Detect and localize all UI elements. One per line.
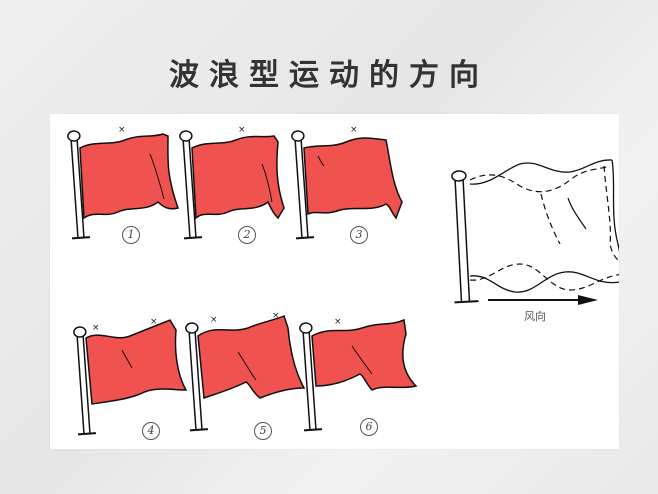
- flag-cloth-3: [303, 137, 403, 220]
- wave-diagram: [451, 159, 619, 305]
- illustration-panel: × × × × × × ×: [50, 114, 619, 449]
- flag-5: × ×: [181, 311, 306, 432]
- marker-x-1: ×: [118, 125, 126, 135]
- wind-direction-label: 风向: [524, 310, 546, 323]
- wind-arrow-head: [578, 295, 598, 305]
- flag-6: ×: [295, 317, 418, 432]
- flag-4: × ×: [69, 317, 188, 436]
- marker-x-2: ×: [238, 125, 246, 135]
- flag-2: ×: [175, 125, 285, 240]
- marker-x-5a: ×: [210, 315, 218, 325]
- flag-cloth-1: [79, 133, 179, 220]
- diagram-flagpole: [451, 170, 479, 304]
- flag-cloth-5: [197, 314, 306, 400]
- marker-x-6: ×: [334, 317, 342, 327]
- flag-1: ×: [63, 125, 179, 240]
- page-title: 波浪型运动的方向: [169, 58, 489, 93]
- flag-cloth-2: [191, 135, 285, 220]
- flag-label-1: 1: [122, 226, 140, 244]
- flag-label-3: 3: [350, 226, 368, 244]
- marker-x-5b: ×: [272, 311, 280, 321]
- flag-label-5: 5: [254, 422, 272, 440]
- marker-x-4b: ×: [150, 317, 158, 327]
- flag-cloth-4: [85, 319, 188, 405]
- flag-label-6: 6: [360, 418, 378, 436]
- flag-label-2: 2: [238, 226, 256, 244]
- marker-x-3: ×: [350, 125, 358, 135]
- marker-x-4a: ×: [92, 323, 100, 333]
- flag-cloth-6: [311, 318, 418, 391]
- flag-label-4: 4: [142, 422, 160, 440]
- flags-illustration: × × × × × × ×: [63, 125, 619, 436]
- flag-3: ×: [287, 125, 403, 240]
